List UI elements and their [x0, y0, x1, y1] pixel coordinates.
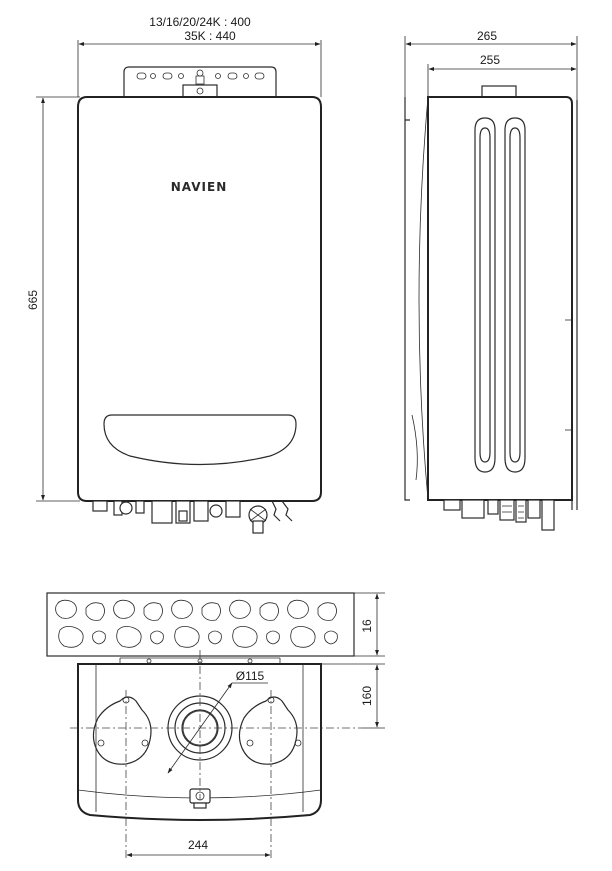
right-pipe-boss — [238, 696, 302, 765]
wall-bracket-top — [123, 66, 277, 98]
front-width-label-2: 35K : 440 — [184, 29, 236, 43]
front-width-label-1: 13/16/20/24K : 400 — [149, 15, 251, 29]
side-view: 265 255 — [404, 29, 578, 531]
front-view: 13/16/20/24K : 400 35K : 440 665 NAVIEN — [26, 15, 322, 534]
control-panel-cover — [103, 414, 297, 466]
side-flue-spigot — [481, 85, 517, 98]
front-casing — [77, 96, 322, 502]
bottom-fittings-front — [92, 500, 293, 534]
pipe-spacing-label: 244 — [188, 838, 208, 852]
bottom-view: Ø115 16 160 244 — [46, 592, 385, 860]
bracket-cutouts — [55, 599, 338, 648]
casing-plan-outline — [77, 663, 322, 821]
side-depth-inner-label: 255 — [480, 53, 500, 67]
bottom-fittings-side — [443, 499, 555, 531]
side-grip-right — [504, 117, 526, 473]
side-depth-outer-label: 265 — [477, 29, 497, 43]
brand-logo: NAVIEN — [171, 180, 228, 194]
flue-diameter-label: Ø115 — [236, 669, 265, 683]
front-height-label: 665 — [26, 290, 40, 310]
side-back-plate — [404, 97, 410, 501]
side-grip-left — [474, 117, 496, 473]
wall-bracket-plan — [46, 592, 355, 657]
bracket-height-label: 16 — [360, 619, 374, 633]
flue-offset-label: 160 — [360, 686, 374, 706]
side-casing — [427, 96, 573, 501]
flue-diameter-leader — [167, 682, 233, 774]
left-pipe-boss — [92, 696, 152, 765]
